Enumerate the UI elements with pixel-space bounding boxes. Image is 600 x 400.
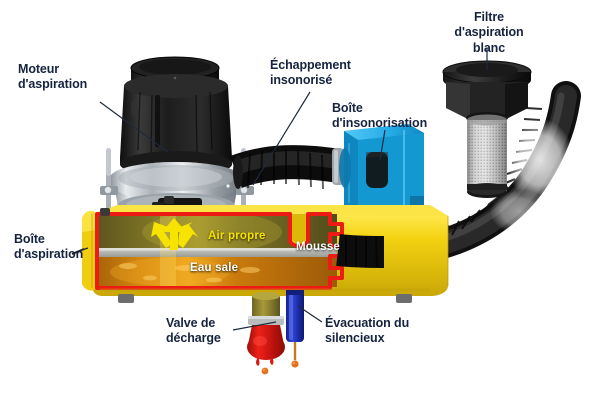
soundproofing-box bbox=[339, 124, 424, 213]
silencer-drain-tube bbox=[286, 290, 304, 368]
suction-hose-inlet bbox=[336, 234, 385, 268]
callout-evacuation-silencieux: Évacuation du silencieux bbox=[325, 316, 410, 346]
inner-label-mousse: Mousse bbox=[296, 241, 341, 253]
suction-motor bbox=[100, 56, 254, 219]
callout-echappement-insonorise: Échappement insonorisé bbox=[270, 58, 351, 88]
cutaway-outline bbox=[95, 212, 344, 290]
callout-filtre-aspiration-blanc: Filtre d'aspiration blanc bbox=[454, 10, 524, 55]
airflow-arrows bbox=[151, 218, 198, 250]
white-suction-filter bbox=[442, 60, 532, 198]
exhaust-hose bbox=[230, 145, 344, 190]
callout-moteur-aspiration: Moteur d'aspiration bbox=[18, 62, 88, 92]
callout-boite-insonorisation: Boîte d'insonorisation bbox=[332, 101, 428, 131]
suction-tank bbox=[71, 205, 449, 303]
inner-label-air-propre: Air propre bbox=[208, 230, 266, 242]
callout-boite-aspiration: Boîte d'aspiration bbox=[14, 232, 84, 262]
discharge-valve bbox=[247, 292, 285, 375]
inner-label-eau-sale: Eau sale bbox=[190, 262, 239, 274]
callout-valve-decharge: Valve de décharge bbox=[166, 316, 221, 346]
